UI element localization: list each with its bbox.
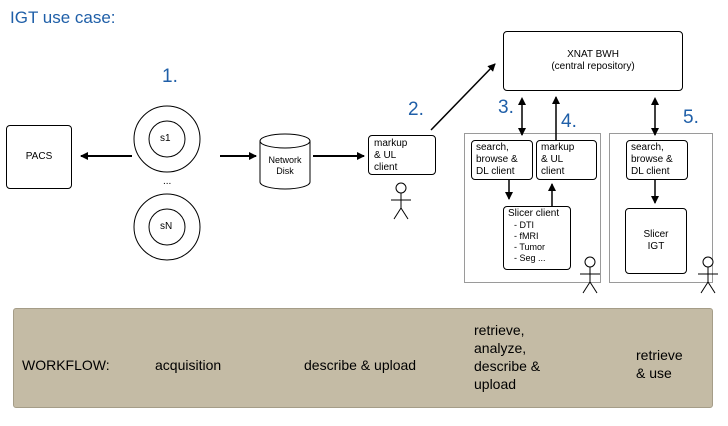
- search-browse-client-a: search, browse & DL client: [471, 140, 533, 180]
- workflow-stage-describe-upload: describe & upload: [304, 357, 417, 373]
- workflow-stage-retrieve-analyze: retrieve, analyze, describe & upload: [474, 322, 541, 392]
- step-4-number: 4.: [561, 111, 577, 132]
- xnat-label: XNAT BWH (central repository): [551, 49, 635, 72]
- scanner-1-label: s1: [160, 133, 171, 144]
- workflow-label: WORKFLOW:: [22, 357, 110, 373]
- workflow-stage-retrieve-use: retrieve & use: [636, 347, 683, 381]
- scanner-ellipsis: ...: [163, 176, 172, 187]
- user-figure-3: [698, 256, 718, 294]
- scanner-n-shape: [133, 193, 201, 261]
- step-1-number: 1.: [162, 66, 178, 87]
- search-client-a-label: search, browse & DL client: [476, 142, 518, 177]
- workflow-stage-acquisition: acquisition: [155, 357, 222, 373]
- xnat-repository-node: XNAT BWH (central repository): [503, 31, 683, 91]
- slicer-igt-label: Slicer IGT: [643, 229, 669, 252]
- step-3-number: 3.: [498, 97, 514, 118]
- diagram-title: IGT use case:: [10, 8, 116, 27]
- pacs-label: PACS: [25, 151, 53, 162]
- markup-client-b-label: markup & UL client: [541, 142, 575, 177]
- arrow-markup-to-xnat: [430, 63, 496, 131]
- user-figure-2: [580, 256, 600, 294]
- network-disk-label: Network Disk: [268, 155, 302, 176]
- slicer-igt-node: Slicer IGT: [625, 208, 687, 274]
- pacs-node: PACS: [6, 125, 72, 189]
- workflow-bar: WORKFLOW: acquisition describe & upload …: [13, 308, 713, 408]
- step-2-number: 2.: [408, 99, 424, 120]
- user-figure-1: [391, 182, 411, 220]
- slicer-client-title: Slicer client: [508, 208, 560, 219]
- search-browse-client-b: search, browse & DL client: [626, 140, 688, 180]
- step-5-number: 5.: [683, 107, 699, 128]
- scanner-n-label: sN: [160, 221, 173, 232]
- search-client-b-label: search, browse & DL client: [631, 142, 673, 177]
- markup-upload-client-b: markup & UL client: [536, 140, 597, 180]
- slicer-client-node: Slicer client - DTI - fMRI - Tumor - Seg…: [503, 206, 571, 270]
- markup-client-a-label: markup & UL client: [374, 138, 408, 173]
- network-disk-shape: [259, 133, 311, 190]
- markup-upload-client-a: markup & UL client: [368, 135, 436, 175]
- scanner-1-shape: [133, 105, 201, 173]
- slicer-client-items: - DTI - fMRI - Tumor - Seg ...: [514, 220, 546, 263]
